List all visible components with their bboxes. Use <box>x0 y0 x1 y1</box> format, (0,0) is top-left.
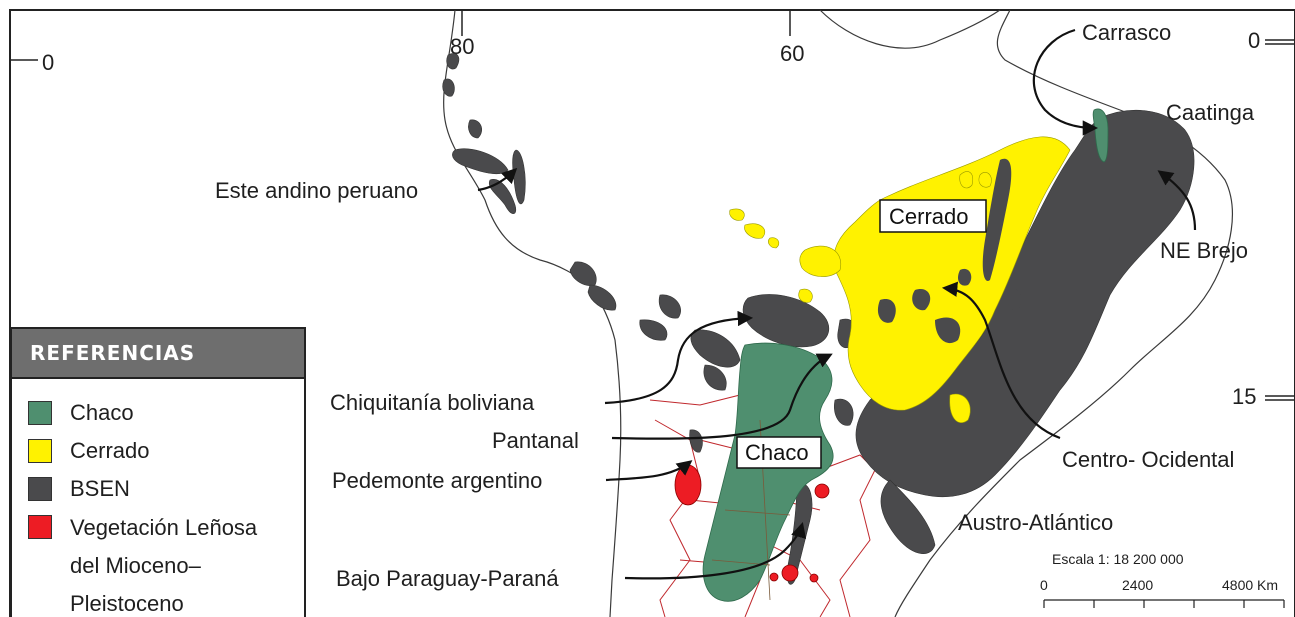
scale-tick-4800: 4800 Km <box>1222 577 1278 593</box>
legend-label-woody-line2: del Mioceno– <box>70 553 201 578</box>
arrow-chiquitania <box>604 310 754 405</box>
label-centro-occidental: Centro- Ocidental <box>1062 447 1234 472</box>
label-cerrado-box: Cerrado <box>889 204 968 229</box>
legend-title: REFERENCIAS <box>12 329 304 379</box>
legend-label-chaco: Chaco <box>70 400 134 425</box>
legend-panel: REFERENCIAS Chaco Cerrado BSEN Vegetació… <box>10 327 306 617</box>
label-chiquitania: Chiquitanía boliviana <box>330 390 535 415</box>
annotation-arrows <box>477 28 1197 580</box>
legend-label-woody-line3: Pleistoceno <box>70 591 184 616</box>
legend-label-woody-line1: Vegetación Leñosa <box>70 515 258 540</box>
scale-tick-0: 0 <box>1040 577 1048 593</box>
legend-item-cerrado: Cerrado <box>28 433 304 471</box>
cerrado-label-box <box>879 199 987 233</box>
arrow-centro-occidental <box>941 281 1061 440</box>
map-frame <box>9 9 1295 617</box>
scale-title: Escala 1: 18 200 000 <box>1052 551 1184 567</box>
label-austro-atlantico: Austro-Atlántico <box>958 510 1113 535</box>
label-carrasco: Carrasco <box>1082 20 1171 45</box>
graticule-ticks <box>10 10 1295 401</box>
label-chaco-box: Chaco <box>745 440 809 465</box>
arrow-pantanal <box>611 353 833 440</box>
arrow-este-andino <box>477 167 518 192</box>
legend-swatch-chaco <box>28 401 52 425</box>
legend-label-cerrado: Cerrado <box>70 438 150 463</box>
woody-vegetation <box>674 464 830 583</box>
lon-60-label: 60 <box>780 41 804 66</box>
arrow-pedemonte <box>605 460 693 482</box>
lat-0-left-label: 0 <box>42 50 54 75</box>
lat-0-right-label: 0 <box>1248 28 1260 53</box>
arrow-ne-brejo <box>1157 170 1197 231</box>
scale-tick-2400: 2400 <box>1122 577 1153 593</box>
legend-swatch-bsen <box>28 477 52 501</box>
arrow-bajo-paraguay <box>624 522 807 580</box>
legend-item-woody: Vegetación Leñosa del Mioceno– Pleistoce… <box>28 509 304 617</box>
label-pedemonte: Pedemonte argentino <box>332 468 542 493</box>
arrow-carrasco <box>1032 28 1099 136</box>
bsen-areas <box>442 53 1195 585</box>
legend-item-chaco: Chaco <box>28 395 304 433</box>
label-bajo-paraguay: Bajo Paraguay-Paraná <box>336 566 559 591</box>
label-este-andino: Este andino peruano <box>215 178 418 203</box>
bsen-in-cerrado <box>877 158 1022 386</box>
legend-item-bsen: BSEN <box>28 471 304 509</box>
legend-swatch-cerrado <box>28 439 52 463</box>
scale-bar: Escala 1: 18 200 000 0 2400 4800 Km <box>1040 551 1285 608</box>
lat-15-label: 15 <box>1232 384 1256 409</box>
label-pantanal: Pantanal <box>492 428 579 453</box>
label-ne-brejo: NE Brejo <box>1160 238 1248 263</box>
legend-label-woody: Vegetación Leñosa del Mioceno– Pleistoce… <box>70 509 257 617</box>
coast-north <box>819 9 1001 49</box>
label-caatinga: Caatinga <box>1166 100 1255 125</box>
legend-label-bsen: BSEN <box>70 476 130 501</box>
continent-outline <box>443 9 1234 617</box>
legend-swatch-woody <box>28 515 52 539</box>
chaco-label-box <box>736 436 822 469</box>
